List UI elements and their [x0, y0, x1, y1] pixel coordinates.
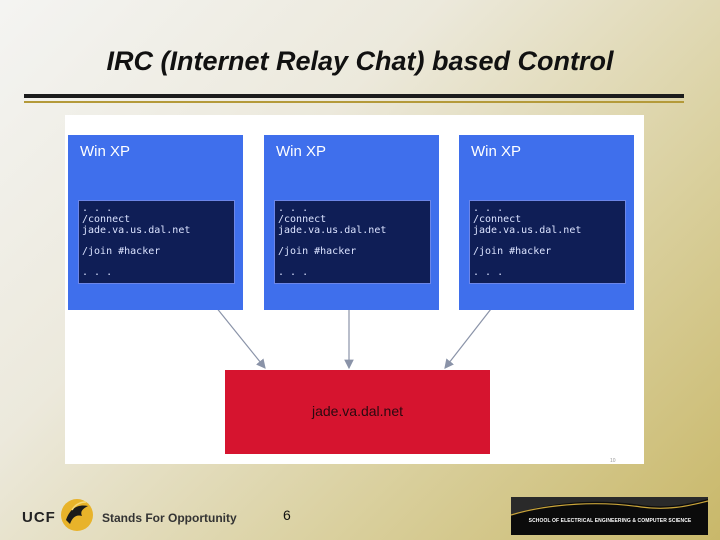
- client-title: Win XP: [80, 143, 131, 160]
- terminal-line: . . .: [473, 267, 504, 278]
- client-box-1: Win XP . . . /connect jade.va.us.dal.net…: [68, 135, 243, 310]
- panel-footnote: 10: [610, 458, 616, 464]
- page-number: 6: [283, 507, 291, 523]
- tagline: Stands For Opportunity: [102, 511, 237, 525]
- slide-title: IRC (Internet Relay Chat) based Control: [106, 46, 614, 76]
- title-divider: [24, 94, 684, 98]
- school-name: SCHOOL OF ELECTRICAL ENGINEERING & COMPU…: [528, 518, 692, 524]
- terminal-line: . . .: [82, 267, 113, 278]
- server-label: jade.va.dal.net: [311, 403, 404, 419]
- terminal-window: . . . /connect jade.va.us.dal.net /join …: [274, 200, 431, 284]
- terminal-line: jade.va.us.dal.net: [473, 225, 582, 236]
- title-divider-accent: [24, 101, 684, 103]
- client-box-2: Win XP . . . /connect jade.va.us.dal.net…: [264, 135, 439, 310]
- terminal-window: . . . /connect jade.va.us.dal.net /join …: [78, 200, 235, 284]
- client-title: Win XP: [471, 143, 522, 160]
- terminal-line: . . .: [82, 203, 113, 214]
- ucf-logo-text: UCF: [22, 509, 56, 526]
- terminal-line: jade.va.us.dal.net: [278, 225, 387, 236]
- irc-diagram: Win XP . . . /connect jade.va.us.dal.net…: [65, 115, 644, 464]
- terminal-line: . . .: [278, 203, 309, 214]
- terminal-line: /join #hacker: [473, 246, 552, 257]
- terminal-line: /connect: [278, 214, 327, 225]
- terminal-line: /join #hacker: [278, 246, 357, 257]
- terminal-line: /join #hacker: [82, 246, 161, 257]
- school-banner: SCHOOL OF ELECTRICAL ENGINEERING & COMPU…: [511, 497, 708, 535]
- terminal-line: . . .: [473, 203, 504, 214]
- terminal-line: /connect: [473, 214, 522, 225]
- irc-server-box: jade.va.dal.net: [225, 370, 490, 454]
- terminal-line: /connect: [82, 214, 131, 225]
- pegasus-logo-icon: [61, 499, 93, 531]
- terminal-line: . . .: [278, 267, 309, 278]
- client-title: Win XP: [276, 143, 327, 160]
- terminal-line: jade.va.us.dal.net: [82, 225, 191, 236]
- client-box-3: Win XP . . . /connect jade.va.us.dal.net…: [459, 135, 634, 310]
- banner-wave-graphic: [511, 497, 708, 516]
- terminal-window: . . . /connect jade.va.us.dal.net /join …: [469, 200, 626, 284]
